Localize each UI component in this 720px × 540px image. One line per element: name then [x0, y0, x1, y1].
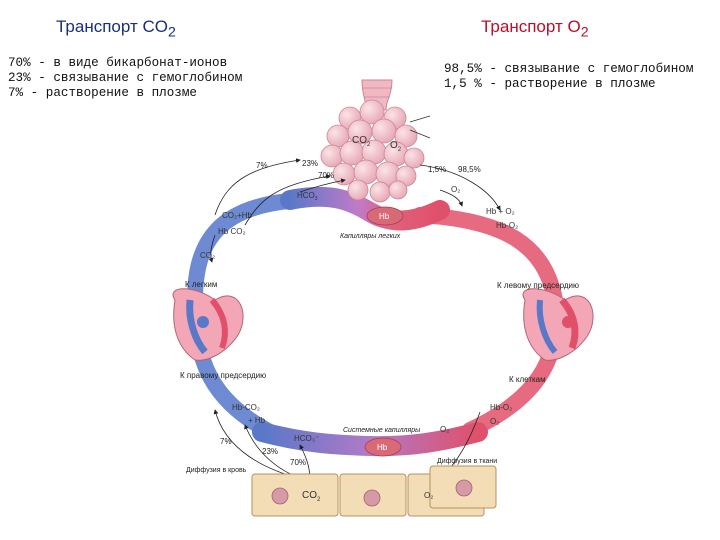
- tissue-co2-label: CO2: [302, 490, 321, 503]
- lung-rbc-hb: Hb: [379, 212, 390, 221]
- lung-hbo2: Hb-O₂: [496, 221, 518, 230]
- label-to-tissues-right: К клеткам: [509, 375, 546, 384]
- tissue-hb-plus: + Hb: [248, 416, 266, 425]
- lung-pct-7: 7%: [256, 161, 268, 170]
- co2-title-sub: 2: [167, 24, 176, 41]
- lung-o2-small: O₂: [451, 185, 460, 194]
- lung-arrow-15pct: [439, 189, 464, 207]
- lung-arrow-co2-out: [208, 234, 216, 263]
- lung-hco3: HCO3: [297, 191, 318, 202]
- co2-stat-hemoglobin: 23% - связывание с гемоглобином: [8, 71, 243, 85]
- lung-arrow-23pct: [244, 174, 331, 226]
- tissue-rbc-hb: Hb: [377, 443, 388, 452]
- alveoli-pointer-1: [409, 115, 431, 123]
- tissue-o2: O₂: [490, 417, 499, 426]
- tissue-pct-70: 70%: [290, 458, 306, 467]
- heart-left: [172, 288, 244, 361]
- o2-transport-title: Транспорт O2: [481, 17, 589, 40]
- lung-pct-70: 70%: [318, 171, 334, 180]
- tissue-hbco2: Hb-CO₂: [232, 403, 260, 412]
- tissue-hco3: HCO₃⁻: [294, 434, 319, 443]
- lung-pct-23: 23%: [302, 159, 318, 168]
- o2-title-sub: 2: [580, 24, 589, 41]
- lung-co2-out: CO₂: [200, 251, 215, 260]
- tissue-capillary-label: Системные капилляры: [343, 427, 421, 434]
- label-diffusion-tissue: Диффузия в ткани: [437, 458, 497, 465]
- tissue-red-blood-cell: [364, 437, 402, 457]
- o2-stat-hemoglobin: 98,5% - связывание с гемоглобином: [444, 62, 694, 76]
- lung-o2-label: O2: [390, 140, 402, 153]
- label-to-lungs-left: К легким: [185, 280, 217, 289]
- lung-arrow-70pct: [299, 178, 346, 193]
- lung-pct-15: 1,5%: [428, 165, 446, 174]
- lung-capillary: [280, 186, 450, 231]
- lung-red-blood-cell: [366, 206, 404, 226]
- tissue-cells: [251, 465, 497, 517]
- lung-hb-co2: Hb CO₂: [218, 227, 246, 236]
- tissue-hbo2: Hb-O₂: [490, 403, 512, 412]
- label-diffusion-blood: Диффузия в кровь: [186, 467, 247, 474]
- lung-co2-hb: CO₂+Hb: [222, 211, 253, 220]
- lung-pct-985: 98,5%: [458, 165, 481, 174]
- heart-right: [522, 288, 594, 361]
- lung-capillary-label: Капилляры легких: [340, 233, 401, 240]
- o2-stat-plasma: 1,5 % - растворение в плозме: [444, 77, 656, 91]
- lung-arrow-985pct: [419, 164, 501, 211]
- co2-title-text: Транспорт CO: [56, 17, 168, 36]
- o2-title-text: Транспорт O: [481, 17, 581, 36]
- alveoli-cluster: [320, 99, 425, 203]
- tissue-o2-left: O₂: [440, 425, 449, 434]
- lung-hb-plus-o2: Hb + O₂: [486, 207, 515, 216]
- label-to-left-atrium: К левому предсердию: [497, 281, 579, 290]
- tissue-pct-7: 7%: [220, 437, 232, 446]
- co2-stat-plasma: 7% - растворение в плозме: [8, 86, 197, 100]
- co2-stat-bicarbonate: 70% - в виде бикарбонат-ионов: [8, 56, 228, 70]
- lung-arrow-7pct: [214, 158, 301, 216]
- tissue-pct-23: 23%: [262, 447, 278, 456]
- alveoli-pointer-2: [409, 129, 431, 139]
- co2-transport-title: Транспорт CO2: [56, 17, 176, 40]
- tissue-o2-bottom: O₂: [424, 491, 433, 500]
- tissue-cell-nuclei: [271, 479, 473, 507]
- lung-co2-label: CO2: [352, 135, 371, 148]
- label-to-right-atrium: К правому предсердию: [180, 371, 266, 380]
